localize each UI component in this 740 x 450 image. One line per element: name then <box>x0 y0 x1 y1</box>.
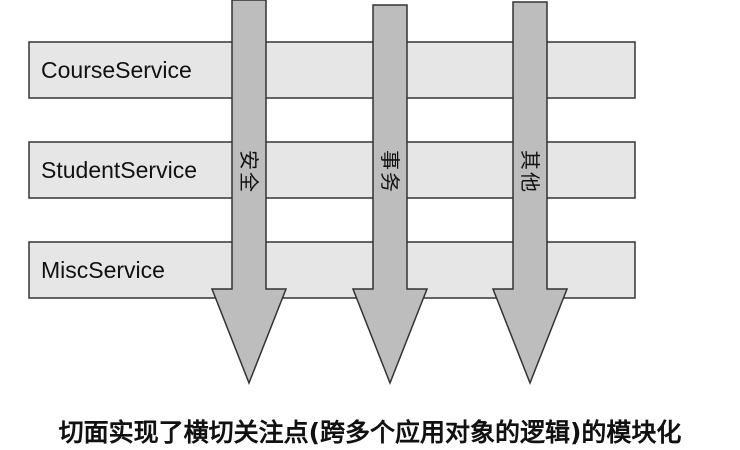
service-label: StudentService <box>41 157 197 183</box>
diagram-caption: 切面实现了横切关注点(跨多个应用对象的逻辑)的模块化 <box>58 418 682 447</box>
concern-arrow <box>351 4 429 386</box>
concern-arrow <box>210 0 288 386</box>
concern-label-char: 事 <box>378 150 402 170</box>
concern-label-char: 其 <box>518 150 542 170</box>
concern-label-char: 他 <box>518 172 542 192</box>
concern-label-char: 安 <box>237 150 261 170</box>
concern-arrow <box>491 1 569 386</box>
concern-label-char: 务 <box>378 172 402 192</box>
concern-arrows: 安全 事务 其他 <box>210 0 569 386</box>
concern-label-char: 全 <box>237 172 261 192</box>
service-label: MiscService <box>41 257 165 283</box>
service-label: CourseService <box>41 57 192 83</box>
